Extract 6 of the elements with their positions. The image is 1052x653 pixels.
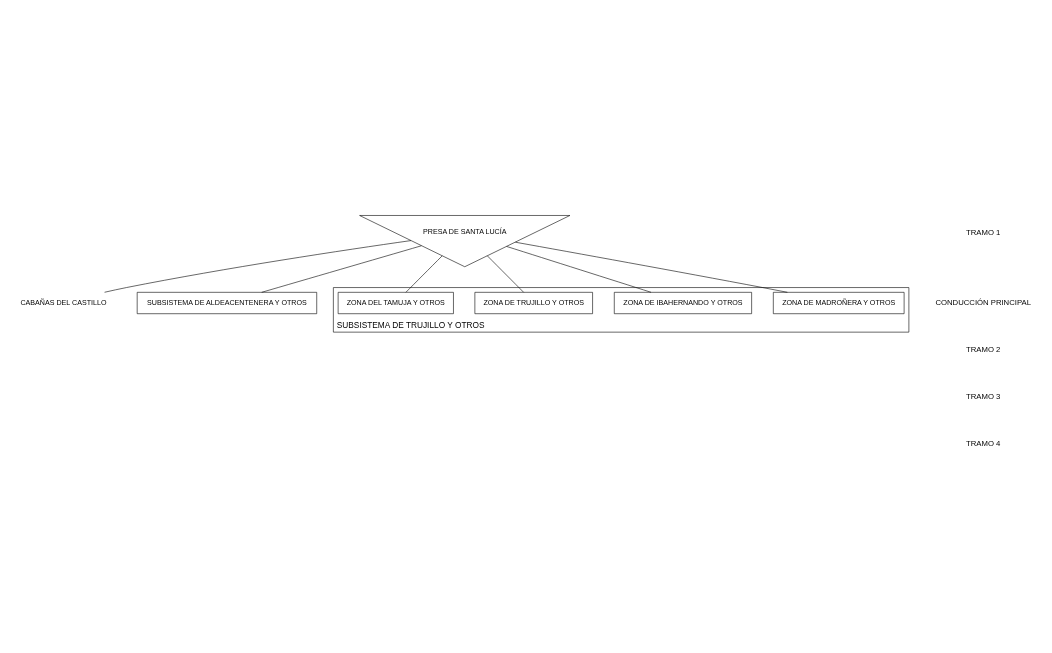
connector: [506, 246, 652, 293]
connector: [487, 255, 524, 293]
connector: [261, 245, 422, 293]
connector: [104, 240, 412, 293]
connector: [405, 255, 443, 293]
connector: [515, 241, 788, 293]
